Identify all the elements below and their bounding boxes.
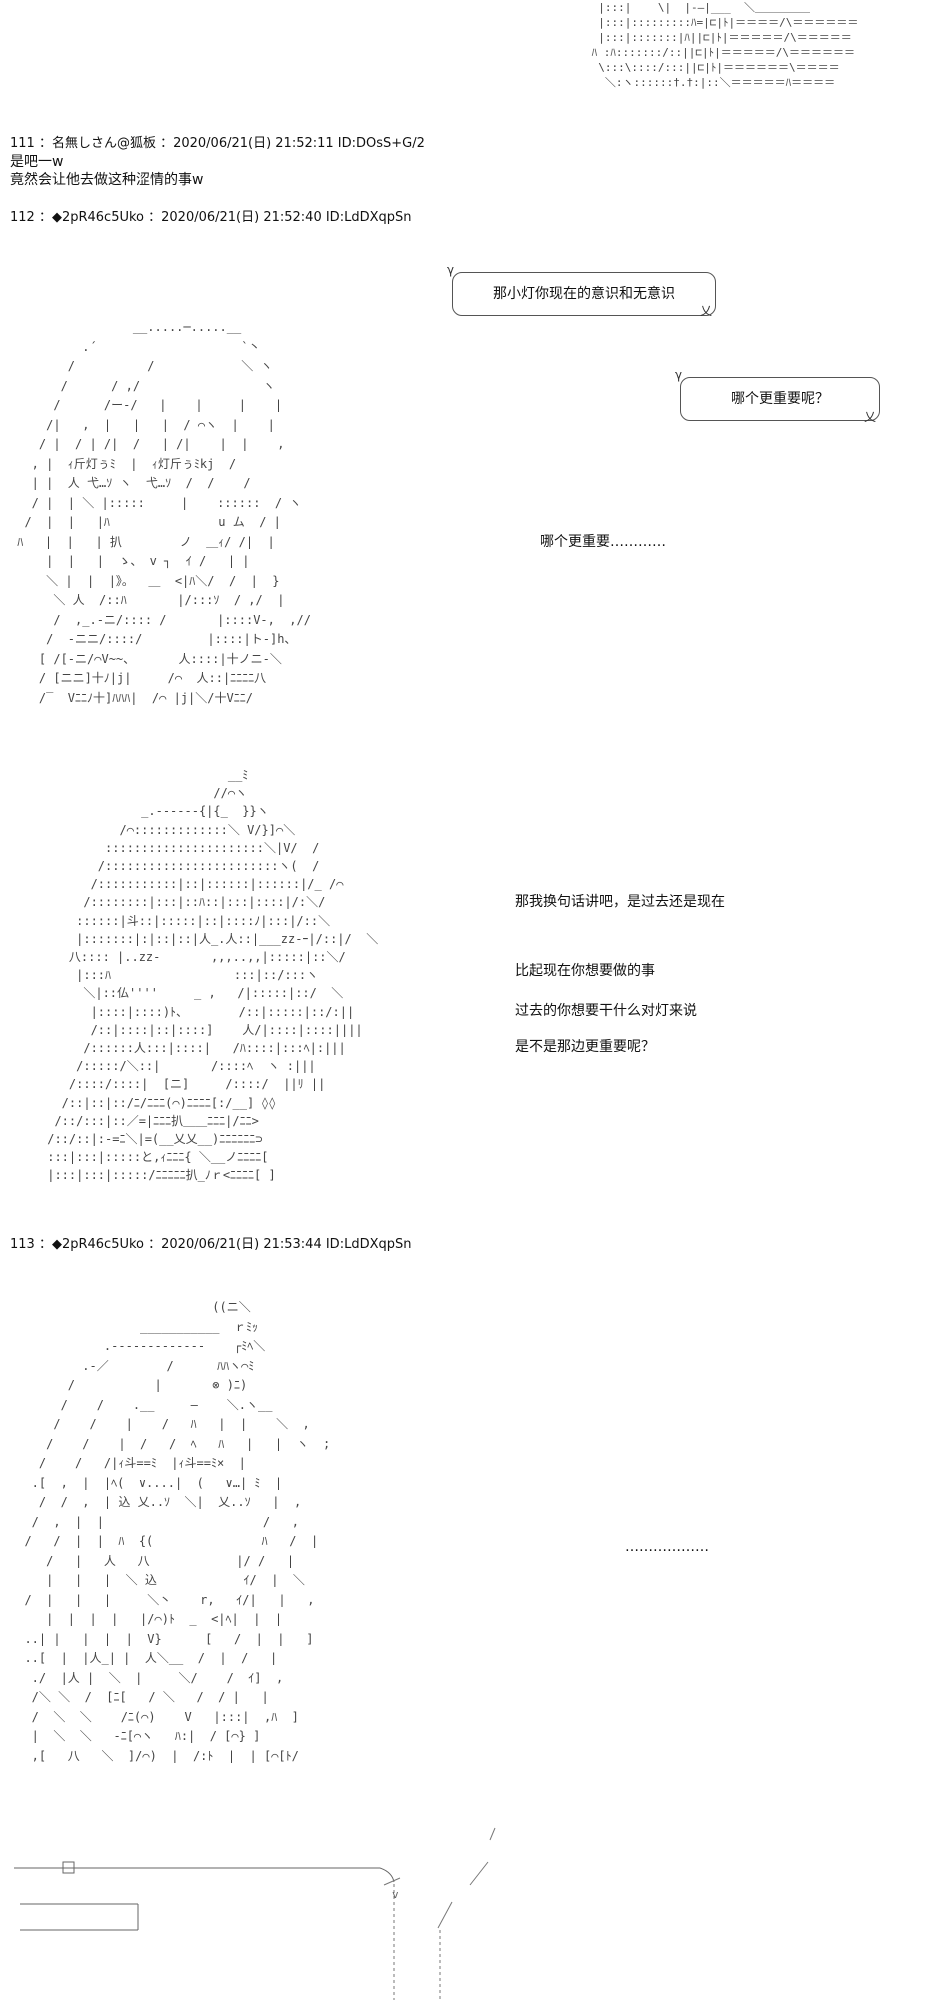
dialogue-line: 过去的你想要干什么对灯来说 <box>515 1003 697 1019</box>
bubble-text: 那小灯你现在的意识和无意识 <box>493 286 675 302</box>
speech-bubble-2: 哪个更重要呢？ <box>680 377 880 421</box>
post-header-113: 113 ：◆2pR46c5Uko ：2020/06/21(日) 21:53:44… <box>10 1237 412 1252</box>
bubble-tail: 乂 <box>700 304 713 318</box>
narration-line: ……………… <box>625 1539 709 1555</box>
post-header-111: 111 ：名無しさん@狐板 ：2020/06/21(日) 21:52:11 ID… <box>10 136 425 151</box>
ascii-art-girl-2: __ﾐ //⌒ヽ _.-‐‐‐‐‐{|{_ }}ヽ /⌒::::::::::::… <box>47 768 379 1183</box>
bubble-tail: 乂 <box>864 410 877 424</box>
ascii-art-girl-1: __.....─.....__ .´ `丶 / / ＼ ヽ / / ,/ ヽ /… <box>17 320 311 705</box>
ascii-art-top-fragment: |:::| \| |‐―|___ ＼＿＿＿＿＿ |:::|:::::::::ﾊ=… <box>591 1 859 89</box>
post-line: 是吧一w <box>10 154 64 170</box>
narration-line: 哪个更重要………… <box>540 534 666 550</box>
speech-bubble-1: 那小灯你现在的意识和无意识 <box>452 272 716 316</box>
bubble-corner: γ <box>675 368 683 382</box>
bubble-corner: γ <box>447 263 455 277</box>
post-line: 竟然会让他去做这种涩情的事w <box>10 172 204 188</box>
post-header-112: 112 ：◆2pR46c5Uko ：2020/06/21(日) 21:52:40… <box>10 210 412 225</box>
dialogue-line: 是不是那边更重要呢？ <box>515 1039 655 1055</box>
bubble-text: 哪个更重要呢？ <box>731 391 829 407</box>
dialogue-line: 那我换句话讲吧，是过去还是现在 <box>515 894 725 910</box>
svg-text:v: v <box>392 1888 399 1901</box>
bottom-art-frame: v <box>14 1827 496 2000</box>
ascii-art-girl-3: ((ニ＼ ___________ ｒﾐｯ .-‐‐‐‐‐‐‐‐‐‐‐- ┌ﾐﾍ＼… <box>24 1300 331 1763</box>
dialogue-line: 比起现在你想要做的事 <box>515 963 655 979</box>
